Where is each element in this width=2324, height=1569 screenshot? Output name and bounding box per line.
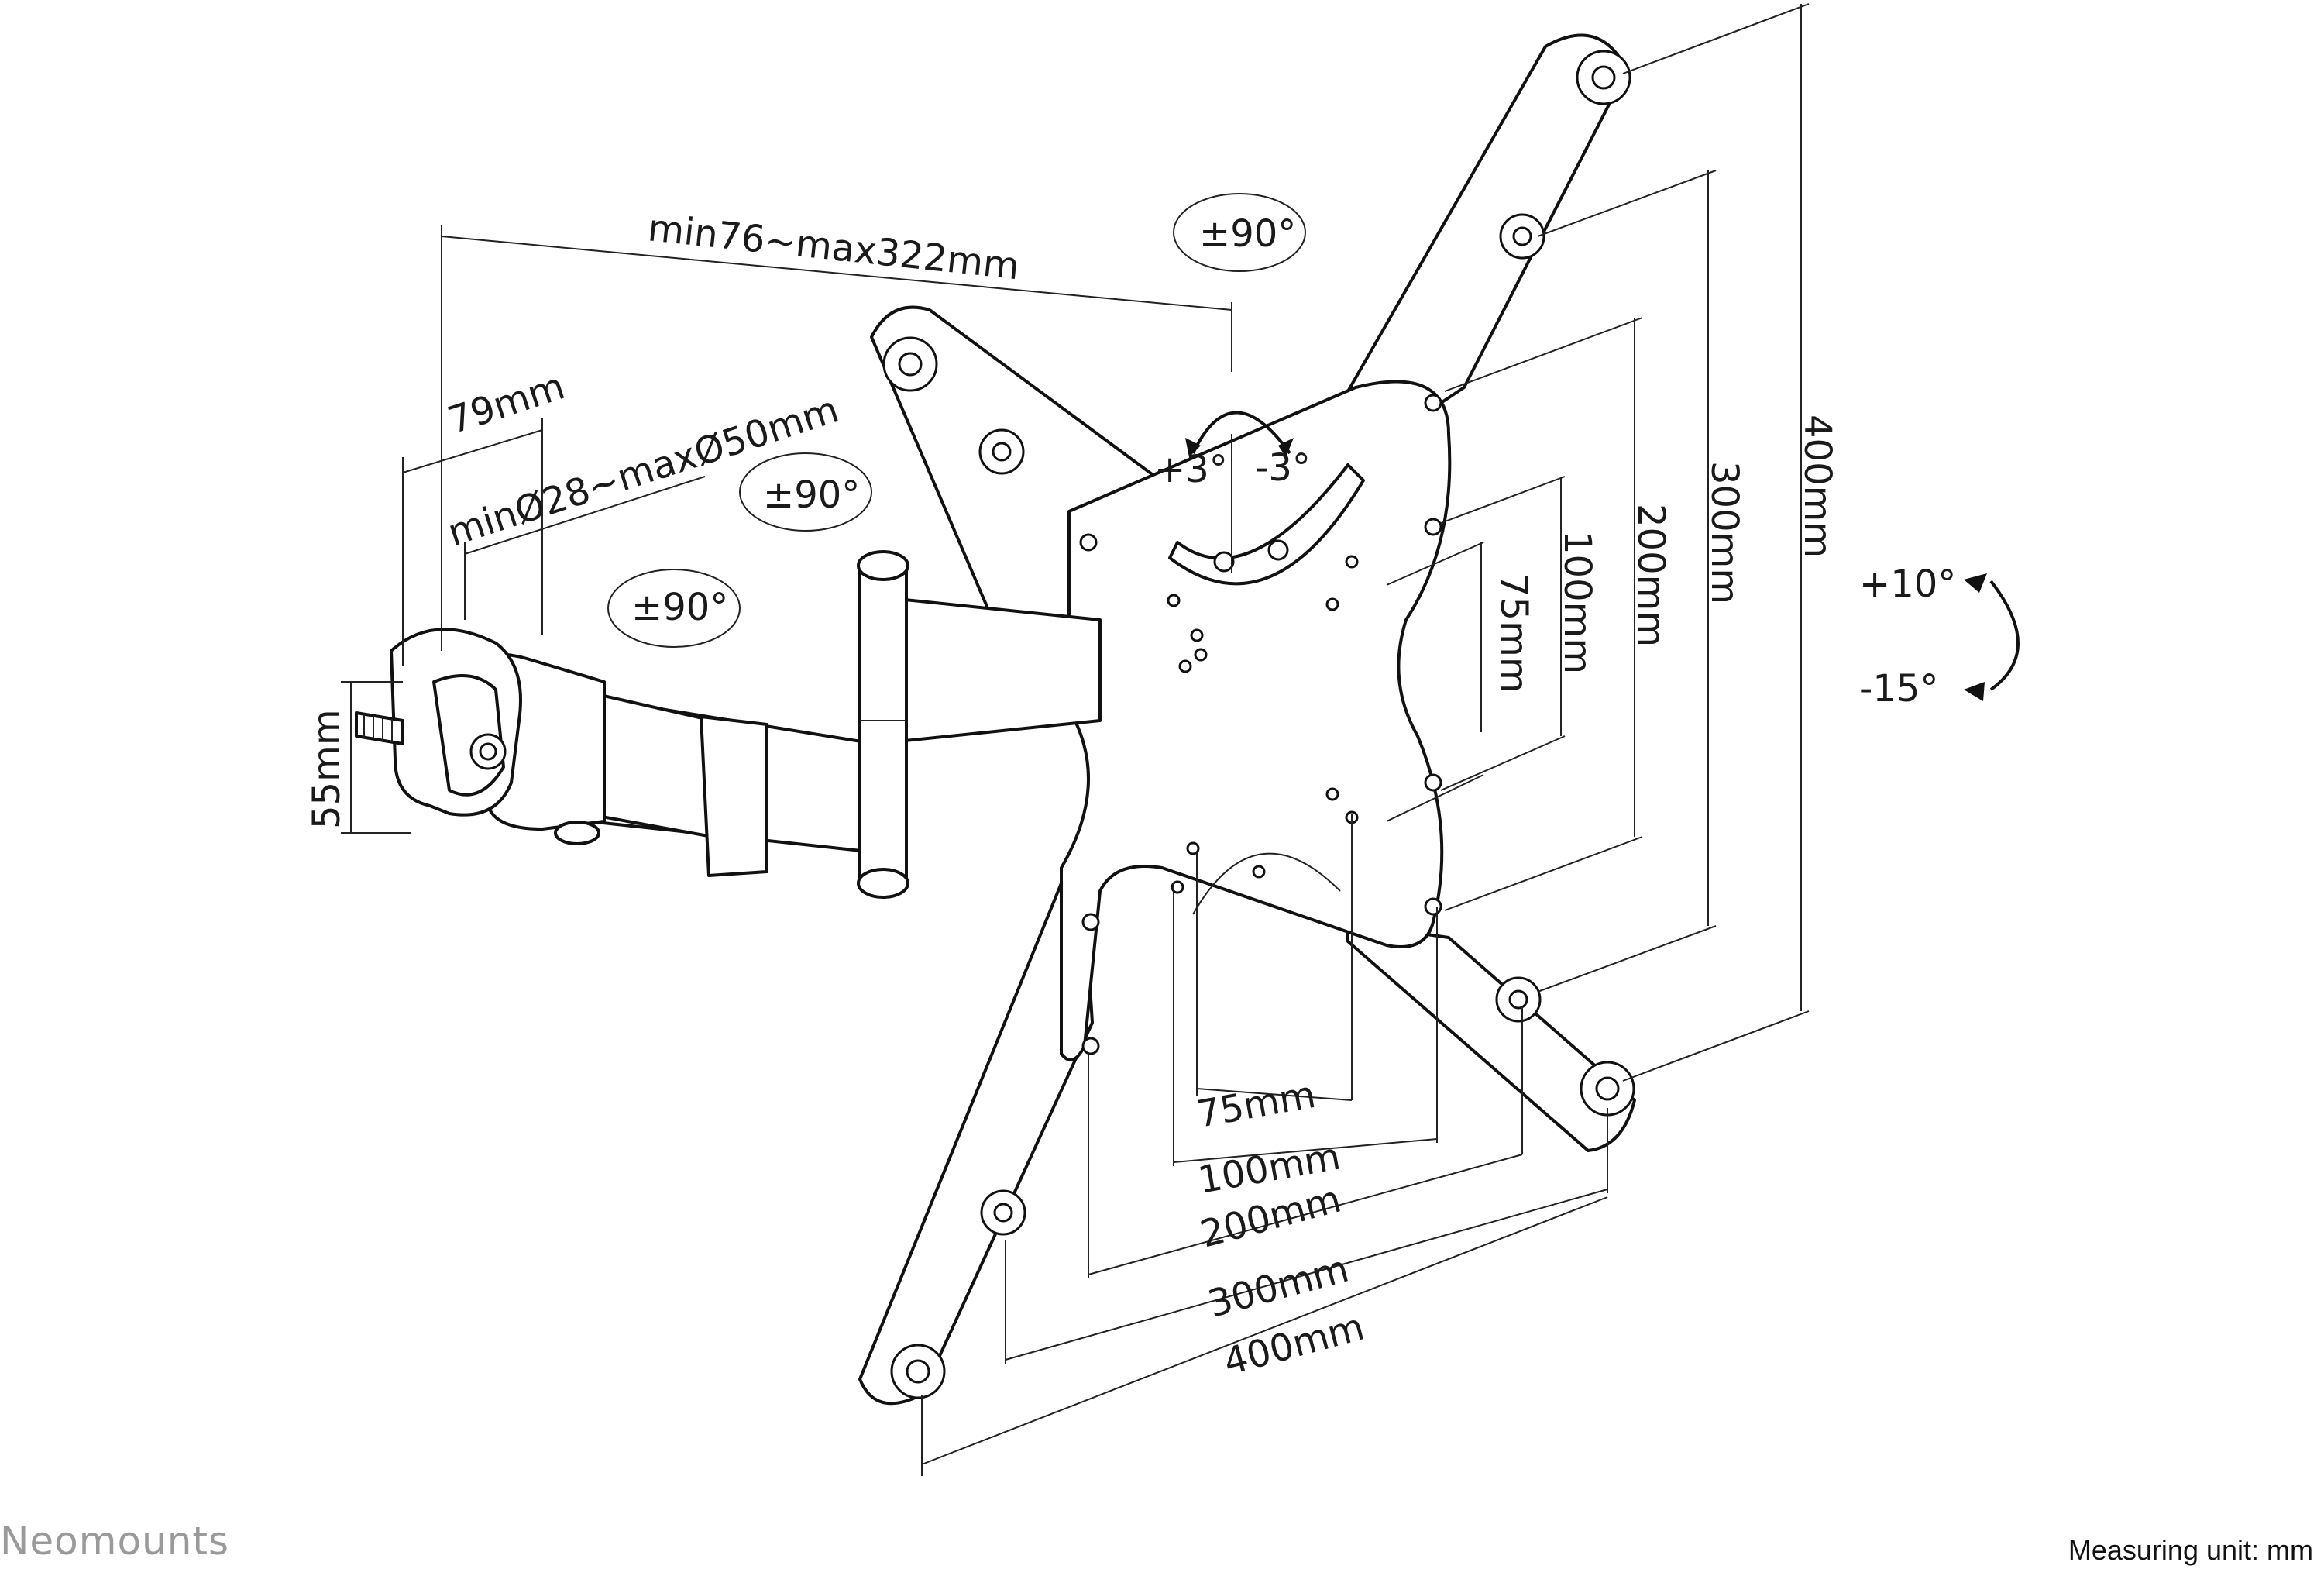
label-clamp-width: 79mm (442, 364, 569, 442)
label-vesa-h-75: 75mm (1193, 1073, 1318, 1137)
hole-tr2 (1499, 213, 1545, 260)
swing-arm-assembly (355, 550, 1102, 899)
label-tilt-down: -15° (1859, 667, 1938, 711)
hole-br (1580, 1061, 1635, 1117)
label-clamp-height: 55mm (305, 709, 349, 829)
hole-tl2 (978, 428, 1025, 475)
label-roll-right: -3° (1255, 446, 1311, 490)
dimension-lines (341, 3, 1810, 1476)
label-vesa-v-200: 200mm (1629, 504, 1673, 647)
label-arm-extension: min76~max322mm (646, 206, 1022, 288)
label-vesa-v-100: 100mm (1556, 531, 1599, 674)
hole-tl (882, 336, 938, 392)
rotation-arcs (607, 193, 2020, 701)
label-vesa-v-300: 300mm (1703, 461, 1746, 604)
label-rotate-top: ±90° (1199, 212, 1296, 256)
hole-br2 (1495, 976, 1542, 1023)
label-tilt-up: +10° (1859, 563, 1956, 606)
label-swivel-arm-2: ±90° (631, 586, 728, 629)
hole-bl (890, 1344, 946, 1399)
label-swivel-arm-1: ±90° (763, 473, 860, 517)
hole-tr (1576, 50, 1631, 105)
label-vesa-v-400: 400mm (1796, 415, 1839, 558)
brand-logo: Neomounts (0, 1519, 230, 1564)
measuring-unit-note: Measuring unit: mm (2068, 1534, 2313, 1566)
hole-bl2 (980, 1189, 1026, 1236)
label-roll-left: +3° (1154, 448, 1228, 491)
label-vesa-v-75: 75mm (1492, 573, 1535, 693)
